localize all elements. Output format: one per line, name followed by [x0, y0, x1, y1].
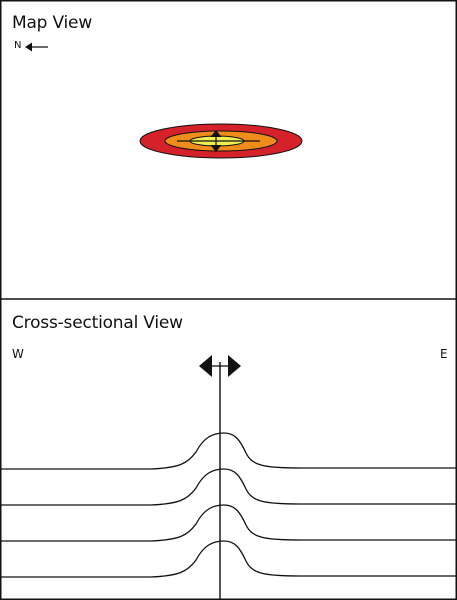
north-label: N	[14, 40, 22, 51]
fold-layers	[0, 432, 457, 578]
fold-layer	[0, 540, 457, 578]
fold-layer	[0, 432, 457, 470]
cross-section-title: Cross-sectional View	[12, 313, 183, 333]
fold-layer	[0, 504, 457, 542]
axis-double-arrow-icon	[177, 130, 260, 152]
horizontal-double-arrow-icon	[199, 355, 241, 377]
map-view-title: Map View	[12, 13, 93, 33]
north-arrow-icon	[25, 42, 48, 52]
west-label: W	[12, 347, 24, 361]
east-label: E	[440, 347, 448, 361]
fold-layer	[0, 468, 457, 506]
